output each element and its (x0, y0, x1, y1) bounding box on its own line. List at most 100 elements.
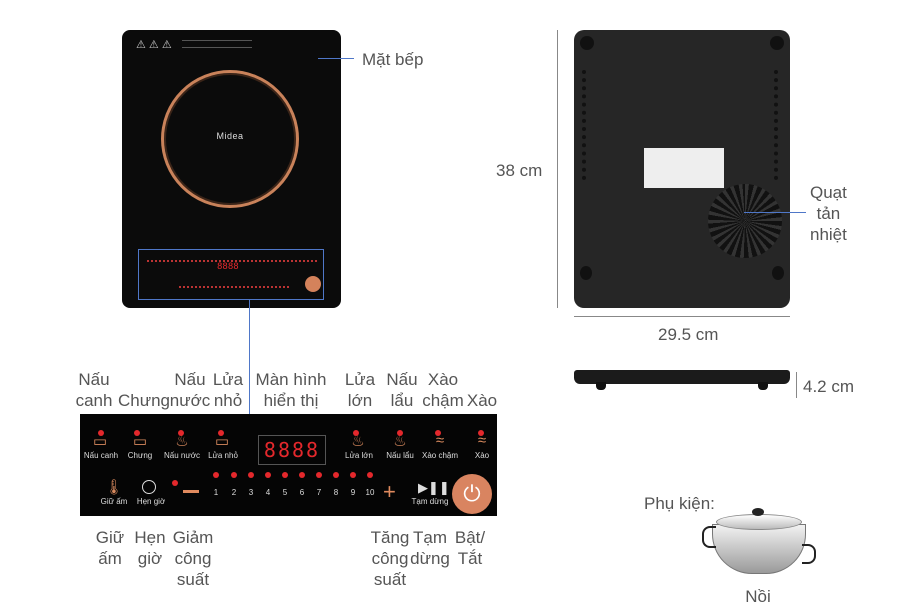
level-number: 1 (213, 488, 219, 497)
level-dot (299, 472, 305, 478)
callout-line-text: suất (176, 570, 210, 589)
low-flame-icon: ▭ (214, 433, 230, 450)
hotpot-icon: ♨ (393, 433, 407, 450)
key-giu-am[interactable]: Giữ ấm (100, 497, 128, 506)
callout-line-text: Nấu (386, 370, 418, 389)
callout-line-text: Màn hình (255, 370, 327, 389)
level-number: 4 (265, 488, 271, 497)
stir-fry-icon: ≈ (477, 432, 487, 449)
pot-lid (716, 514, 802, 530)
indicator-dot (172, 480, 178, 486)
callout-nau-canh: Nấu canh (72, 369, 116, 411)
callout-xao: Xào (462, 390, 502, 411)
callout-line-text: Tạm (413, 528, 447, 547)
plus-button[interactable]: + (383, 479, 396, 504)
key-chung[interactable]: Chưng (127, 451, 153, 460)
indicator-dot (178, 430, 184, 436)
callout-line-text: giờ (137, 549, 163, 568)
panel-callout-line (249, 300, 250, 414)
cooktop-side-view (574, 370, 790, 390)
pot-handle-right (802, 544, 816, 564)
indicator-dot (98, 430, 104, 436)
control-panel-strip: ▭ Nấu canh ▭ Chưng ♨ Nấu nước ▭ Lửa nhỏ … (80, 414, 497, 516)
callout-line-text: Hẹn (134, 528, 166, 547)
vent-left (582, 70, 590, 180)
clock-icon (142, 480, 156, 494)
key-nau-nuoc[interactable]: Nấu nước (164, 451, 200, 460)
pot-handle-left (702, 526, 716, 548)
key-lua-lon[interactable]: Lửa lớn (345, 451, 373, 460)
vent-right (774, 70, 782, 180)
indicator-dot (353, 430, 359, 436)
steamer-icon: ▭ (132, 433, 148, 450)
key-xao[interactable]: Xào (474, 451, 490, 460)
callout-man-hinh: Màn hình hiển thị (252, 369, 330, 411)
high-flame-icon: ♨ (351, 433, 365, 450)
level-number: 2 (231, 488, 237, 497)
level-number: 3 (248, 488, 254, 497)
level-dot (316, 472, 322, 478)
slow-fry-icon: ≈ (435, 432, 445, 449)
key-nau-lau[interactable]: Nấu lẩu (386, 451, 414, 460)
fan-label-line: nhiệt (810, 225, 847, 244)
surface-label: Mặt bếp (362, 50, 424, 69)
callout-line-text: Nấu (78, 370, 110, 389)
mini-level-row (179, 286, 289, 290)
power-button[interactable]: ⏻ (452, 474, 492, 514)
side-foot-left (596, 382, 606, 390)
width-label: 29.5 cm (658, 325, 719, 344)
indicator-dot (134, 430, 140, 436)
rating-sticker (644, 148, 724, 188)
level-number: 8 (333, 488, 339, 497)
level-dot (231, 472, 237, 478)
indicator-dot (435, 430, 441, 436)
callout-line-text: lớn (347, 391, 373, 410)
warning-icons: ⚠ ⚠ ⚠ (136, 39, 172, 51)
key-xao-cham[interactable]: Xào chậm (421, 451, 459, 460)
width-dimension-line (574, 316, 790, 317)
key-hen-gio[interactable]: Hẹn giờ (136, 497, 166, 506)
mini-display: 8888 (217, 262, 239, 272)
callout-line-text: Xào (427, 370, 459, 389)
foot-top-left (580, 36, 594, 50)
key-nau-canh[interactable]: Nấu canh (83, 451, 119, 460)
warning-text (182, 40, 252, 48)
pot-icon: ▭ (92, 433, 108, 450)
callout-line-text: canh (75, 391, 113, 410)
level-number: 9 (350, 488, 356, 497)
callout-line-text: công (371, 549, 409, 568)
key-lua-nho[interactable]: Lửa nhỏ (208, 451, 238, 460)
callout-line-text: nhỏ (213, 391, 243, 410)
callout-nau-lau: Nấu lẩu (382, 369, 422, 411)
accessory-item: Nồi (745, 587, 771, 606)
callout-line-text: chậm (422, 391, 464, 410)
callout-line-text: Xào (466, 391, 498, 410)
indicator-dot (397, 430, 403, 436)
pot-body (712, 524, 806, 574)
level-dot (265, 472, 271, 478)
control-panel-highlight: 8888 (138, 249, 324, 300)
callout-tam-dung: Tạm dừng (410, 527, 450, 569)
callout-giu-am: Giữ ấm (94, 527, 126, 569)
callout-line-text: Bật/ (454, 528, 486, 547)
callout-lua-nho: Lửa nhỏ (208, 369, 248, 411)
kettle-icon: ♨ (175, 433, 189, 450)
thickness-dimension-line (796, 372, 797, 398)
key-tam-dung[interactable]: Tạm dừng (411, 497, 449, 506)
fan-label-line: Quạt (810, 183, 847, 202)
callout-line-text: dừng (410, 549, 450, 568)
callout-line-text: hiển thị (263, 391, 319, 410)
indicator-dot (218, 430, 224, 436)
level-dot (248, 472, 254, 478)
led-display: 8888 (258, 435, 326, 465)
callout-line-text: Giảm (172, 528, 214, 547)
callout-bat-tat: Bật/ Tắt (450, 527, 490, 569)
minus-button[interactable] (183, 490, 199, 493)
brand-logo: Midea (216, 131, 244, 141)
level-dot (333, 472, 339, 478)
callout-giam-cong-suat: Giảm công suất (170, 527, 216, 590)
height-label: 38 cm (496, 161, 543, 180)
callout-line-text: Nấu (174, 370, 206, 389)
callout-line-text: Tăng (370, 528, 410, 547)
thermometer-icon: 🌡 (104, 479, 124, 496)
